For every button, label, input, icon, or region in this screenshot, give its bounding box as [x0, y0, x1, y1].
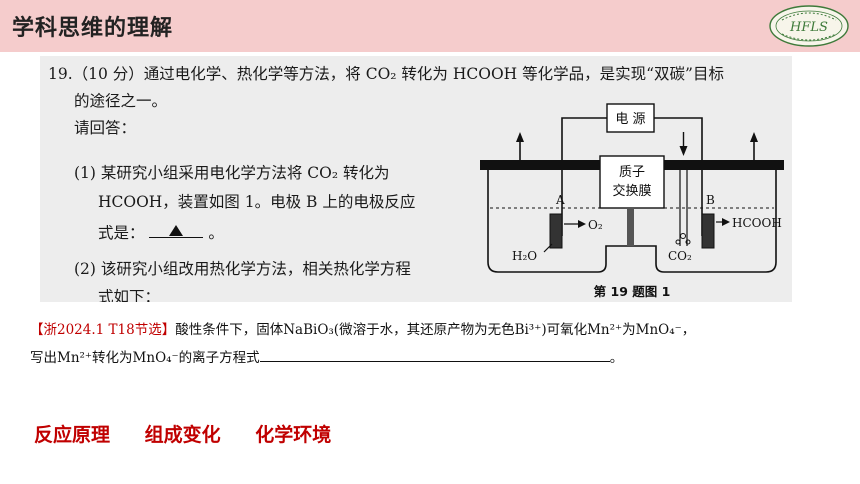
electrode-a-plate: [549, 213, 563, 249]
note-text-2: 写出Mn²⁺转化为MnO₄⁻的离子方程式: [30, 350, 260, 366]
vent-arrow-left-icon: [516, 132, 524, 142]
answer-blank[interactable]: [149, 224, 204, 238]
h2o-label: H₂O: [512, 249, 537, 263]
keyword-2: 组成变化: [144, 424, 221, 446]
question-line-4: (1) 某研究小组采用电化学方法将 CO₂ 转化为: [74, 164, 390, 182]
bubble-1: [680, 233, 686, 239]
hcooh-arrow-icon: [722, 218, 730, 226]
note-text-1: 酸性条件下，固体NaBiO₃(微溶于水，其还原产物为无色Bi³⁺)可氧化Mn²⁺…: [175, 322, 696, 338]
school-logo-icon: HFLS: [769, 5, 849, 47]
question-line-8: 式如下：: [98, 288, 161, 302]
electrode-b-label: B: [706, 193, 715, 207]
question-line-1: 19.（10 分）通过电化学、热化学等方法，将 CO₂ 转化为 HCOOH 等化…: [48, 65, 724, 83]
note-text-2-end: 。: [609, 350, 624, 366]
keyword-3: 化学环境: [255, 424, 332, 446]
membrane-sheet: [627, 208, 634, 246]
membrane-label-1: 质子: [619, 165, 645, 180]
question-line-6-end: 。: [208, 224, 224, 242]
exam-note-line-2: 写出Mn²⁺转化为MnO₄⁻的离子方程式 。: [30, 346, 830, 366]
question-panel: 19.（10 分）通过电化学、热化学等方法，将 CO₂ 转化为 HCOOH 等化…: [40, 56, 792, 302]
title-bar: 学科思维的理解 HFLS: [0, 0, 860, 52]
question-line-7: (2) 该研究小组改用热化学方法，相关热化学方程: [74, 260, 411, 278]
o2-arrow-icon: [578, 220, 586, 228]
membrane-label-2: 交换膜: [612, 183, 651, 199]
question-line-6: 式是： 。: [98, 221, 224, 243]
page-title: 学科思维的理解: [12, 16, 174, 41]
electrode-b-plate: [701, 213, 715, 249]
tank-lid-right: [664, 160, 784, 170]
bubble-3: [685, 239, 691, 245]
power-source-box: [606, 103, 655, 133]
keyword-list: 反应原理 组成变化 化学环境: [34, 420, 359, 447]
power-source-label: 电 源: [615, 112, 645, 127]
question-line-6-text: 式是：: [98, 224, 145, 242]
exam-note-line-1: 【浙2024.1 T18节选】酸性条件下，固体NaBiO₃(微溶于水，其还原产物…: [30, 318, 830, 338]
note-answer-blank[interactable]: [259, 349, 610, 362]
inlet-arrow-icon: [679, 146, 688, 156]
question-line-3: 请回答：: [74, 119, 137, 137]
electrode-a-label: A: [555, 193, 565, 207]
o2-label: O₂: [588, 218, 603, 232]
keyword-1: 反应原理: [34, 424, 111, 446]
figure-caption: 第 19 题图 1: [594, 284, 671, 299]
question-line-2: 的途径之一。: [74, 92, 168, 110]
bubble-2: [675, 239, 681, 245]
exam-source-tag: 【浙2024.1 T18节选】: [30, 322, 176, 338]
membrane-box: [599, 155, 665, 209]
electrolysis-diagram: 质子 交换膜 电 源 A B O₂ H₂O HCOOH CO₂ 第 19 题图 …: [480, 103, 784, 299]
co2-label: CO₂: [668, 249, 692, 263]
logo-text: HFLS: [789, 20, 828, 35]
question-line-5: HCOOH，装置如图 1。电极 B 上的电极反应: [98, 193, 416, 211]
vent-arrow-right-icon: [750, 132, 758, 142]
tank-lid-left: [480, 160, 600, 170]
triangle-icon: [169, 225, 184, 236]
hcooh-label: HCOOH: [732, 216, 782, 230]
